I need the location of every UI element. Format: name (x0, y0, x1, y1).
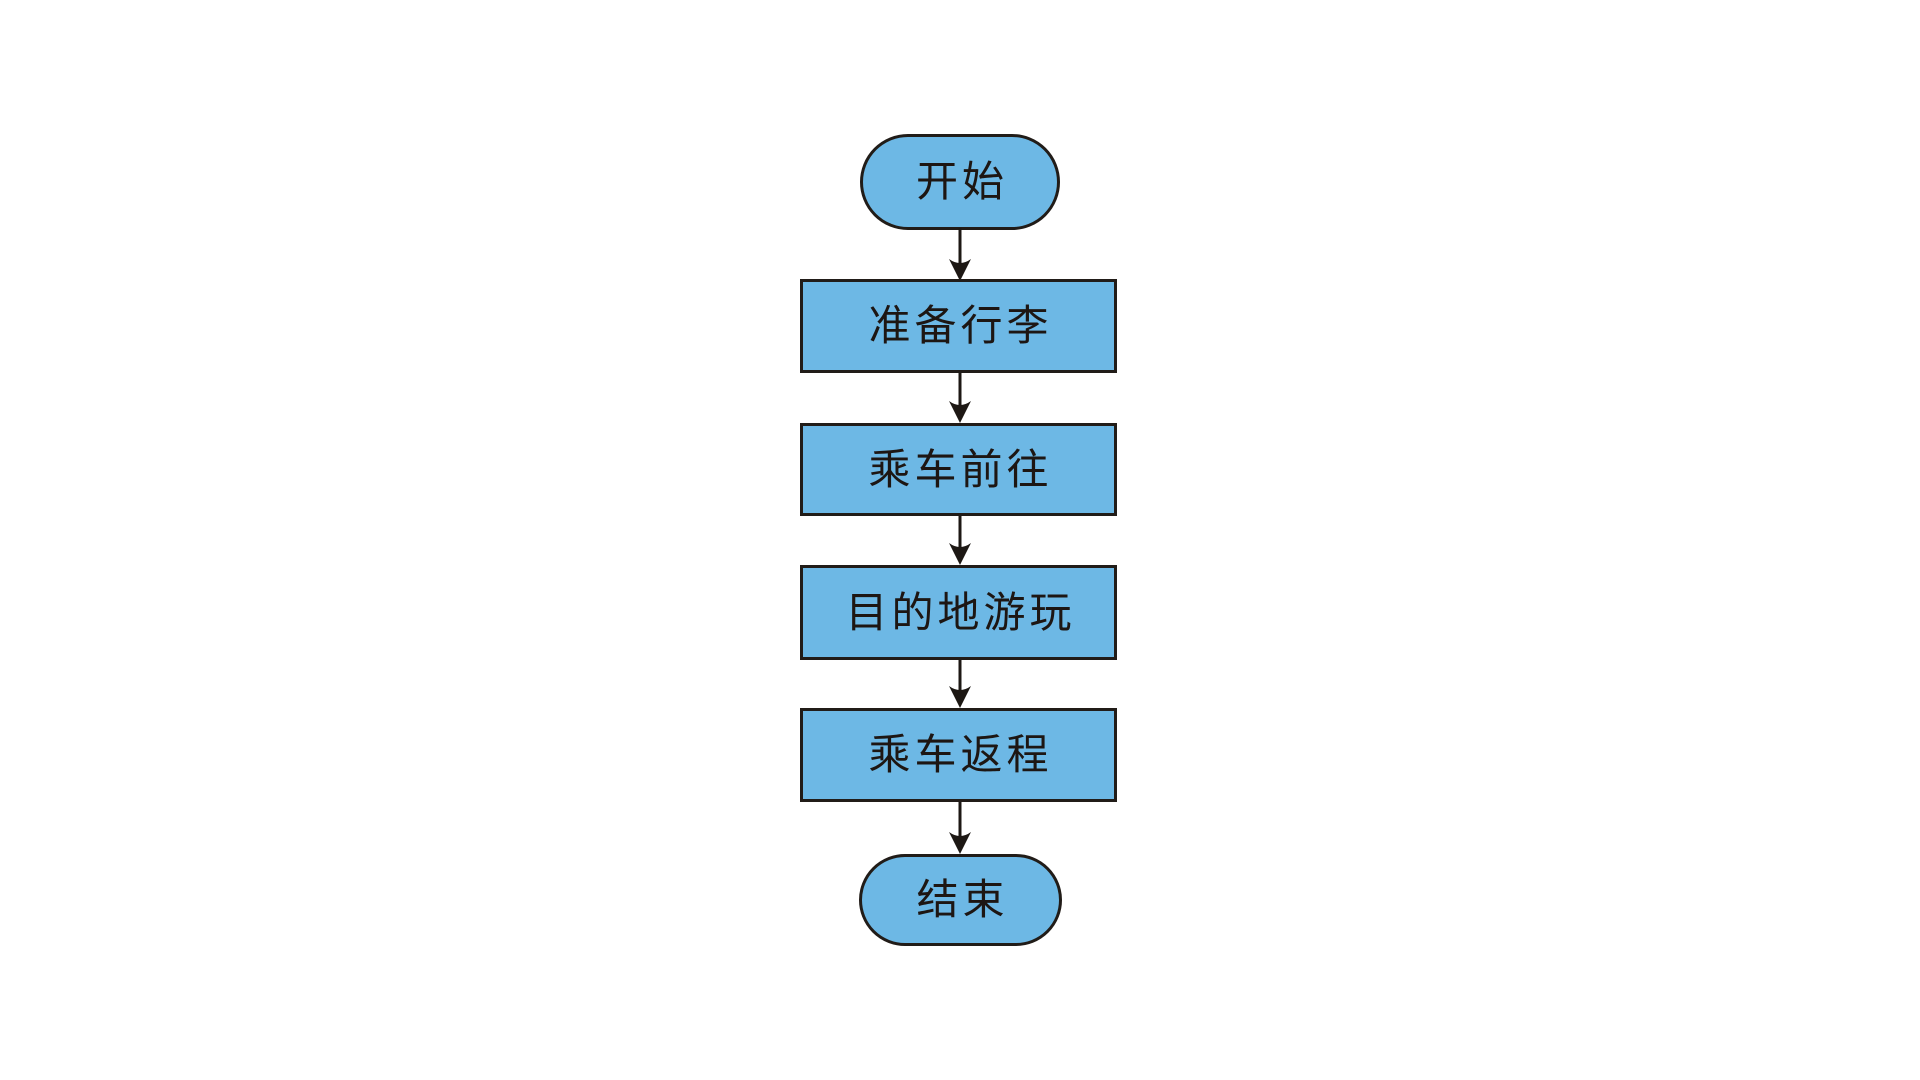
flow-node-start-label: 开始 (915, 157, 1008, 206)
flow-node-end: 结束 (859, 854, 1062, 946)
flow-node-step-3: 目的地游玩 (800, 565, 1117, 660)
flow-arrow-4 (947, 660, 973, 708)
arrow-down-icon (949, 660, 971, 708)
flow-arrow-1 (947, 228, 973, 281)
flow-arrow-2 (947, 373, 973, 423)
flow-node-step-4: 乘车返程 (800, 708, 1117, 802)
flow-node-step-2: 乘车前往 (800, 423, 1117, 516)
flow-node-start: 开始 (860, 134, 1060, 230)
flow-node-step-3-label: 目的地游玩 (845, 587, 1076, 637)
flow-node-end-label: 结束 (916, 875, 1009, 924)
flow-node-step-1: 准备行李 (800, 279, 1117, 373)
arrow-down-icon (949, 228, 971, 281)
arrow-down-icon (949, 516, 971, 565)
arrow-down-icon (949, 802, 971, 854)
flow-arrow-3 (947, 516, 973, 565)
flow-arrow-5 (947, 802, 973, 854)
flow-node-step-2-label: 乘车前往 (868, 444, 1053, 494)
flow-node-step-4-label: 乘车返程 (868, 730, 1053, 779)
arrow-down-icon (949, 373, 971, 423)
flow-node-step-1-label: 准备行李 (868, 301, 1053, 350)
